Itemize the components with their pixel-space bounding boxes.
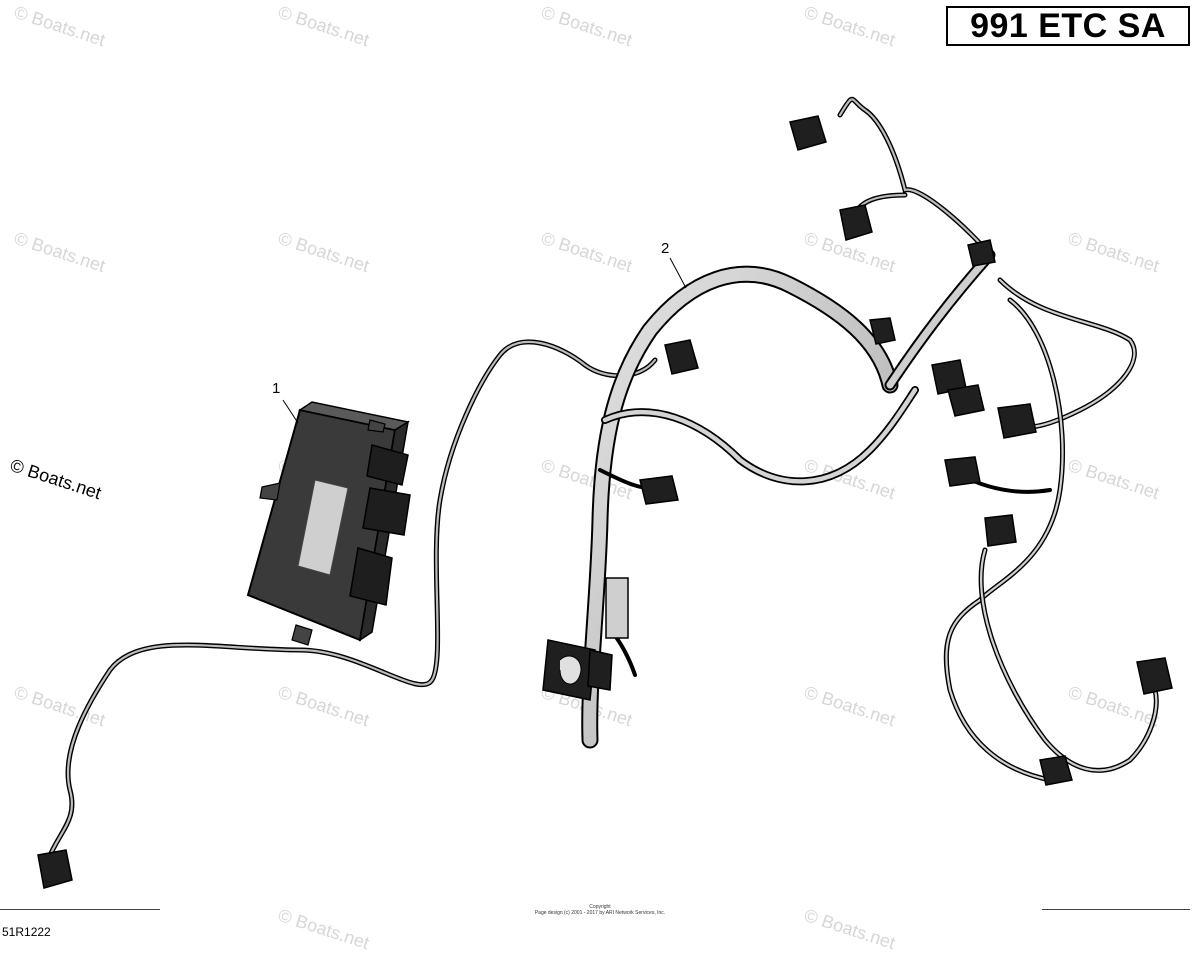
page-title: 991 ETC SA: [946, 6, 1190, 46]
figure-code: 51R1222: [2, 925, 51, 939]
callout-1-leader: [282, 399, 299, 424]
callout-1: 1: [272, 380, 281, 397]
copyright-line-1: Copyright: [589, 904, 611, 910]
footer-rule-right: [1042, 909, 1190, 910]
footer-rule-left: [0, 909, 160, 910]
copyright-notice: Copyright Page design (c) 2001 - 2017 by…: [470, 904, 730, 916]
wiring-harness-icon: [45, 96, 1159, 863]
bracket-icon: [605, 577, 629, 639]
callout-2: 2: [661, 240, 670, 257]
callout-2-leader: [669, 257, 687, 289]
clip-icon: [559, 655, 582, 685]
connector-icons: [37, 115, 1173, 889]
ecm-module-icon: [246, 401, 411, 646]
copyright-line-2: Page design (c) 2001 - 2017 by ARI Netwo…: [534, 910, 666, 916]
